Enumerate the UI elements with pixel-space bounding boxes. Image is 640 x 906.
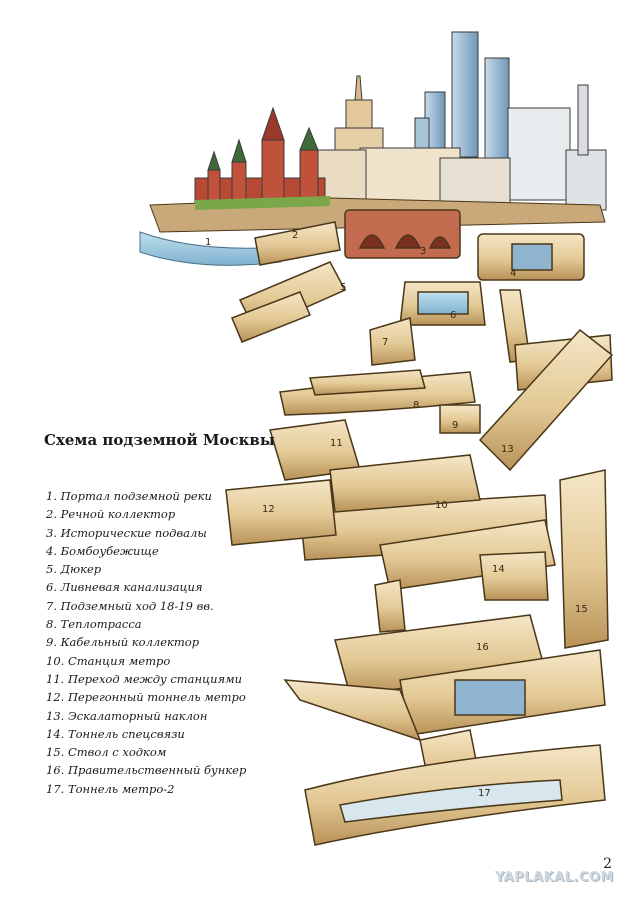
city-skyline	[194, 31, 607, 211]
legend-list: 1. Портал подземной реки 2. Речной колле…	[46, 487, 246, 798]
legend-item: 2. Речной коллектор	[46, 507, 176, 522]
diagram-number: 4	[510, 268, 516, 279]
legend-item: 16. Правительственный бункер	[46, 763, 247, 778]
legend-item: 8. Теплотрасса	[46, 617, 142, 632]
watermark: YAPLAKAL.COM	[495, 870, 614, 885]
legend-item: 1. Портал подземной реки	[46, 489, 212, 503]
legend-item: 9. Кабельный коллектор	[46, 635, 200, 650]
diagram-number: 15	[575, 604, 588, 615]
legend-item: 14. Тоннель спецсвязи	[46, 726, 185, 741]
legend-item: 5. Дюкер	[46, 562, 102, 577]
legend-item: 4. Бомбоубежище	[46, 543, 159, 558]
diagram-number: 5	[340, 282, 346, 293]
legend-item: 15. Ствол с ходком	[46, 745, 167, 760]
diagram-number: 17	[478, 788, 491, 799]
legend-item: 6. Ливневая канализация	[46, 580, 203, 595]
legend-item: 11. Переход между станциями	[46, 671, 243, 686]
diagram-number: 13	[501, 444, 514, 455]
legend-item: 13. Эскалаторный наклон	[46, 708, 208, 723]
diagram-number: 16	[476, 642, 489, 653]
grass-strip	[195, 196, 330, 210]
diagram-number-labels: 1 2 3 4 5 6 7 8 9 10 11 12 13 14 15 16 1…	[205, 230, 588, 799]
legend-item: 3. Исторические подвалы	[46, 525, 207, 540]
diagram-number: 1	[205, 237, 211, 248]
diagram-number: 6	[450, 310, 456, 321]
diagram-number: 10	[435, 500, 448, 511]
legend-item: 10. Станция метро	[46, 653, 171, 668]
diagram-number: 7	[382, 337, 388, 348]
legend-item: 7. Подземный ход 18-19 вв.	[46, 598, 214, 613]
diagram-number: 12	[262, 504, 275, 515]
diagram-number: 2	[292, 230, 298, 241]
tunnels	[225, 209, 614, 846]
diagram-number: 9	[452, 420, 458, 431]
page-number: 2	[603, 856, 612, 872]
diagram-number: 8	[413, 400, 419, 411]
diagram-number: 14	[492, 564, 505, 575]
diagram-number: 11	[330, 438, 343, 449]
legend-item: 17. Тоннель метро-2	[46, 781, 175, 796]
legend-item: 12. Перегонный тоннель метро	[46, 690, 246, 705]
diagram-number: 3	[420, 246, 426, 257]
diagram-title: Схема подземной Москвы	[44, 431, 275, 449]
